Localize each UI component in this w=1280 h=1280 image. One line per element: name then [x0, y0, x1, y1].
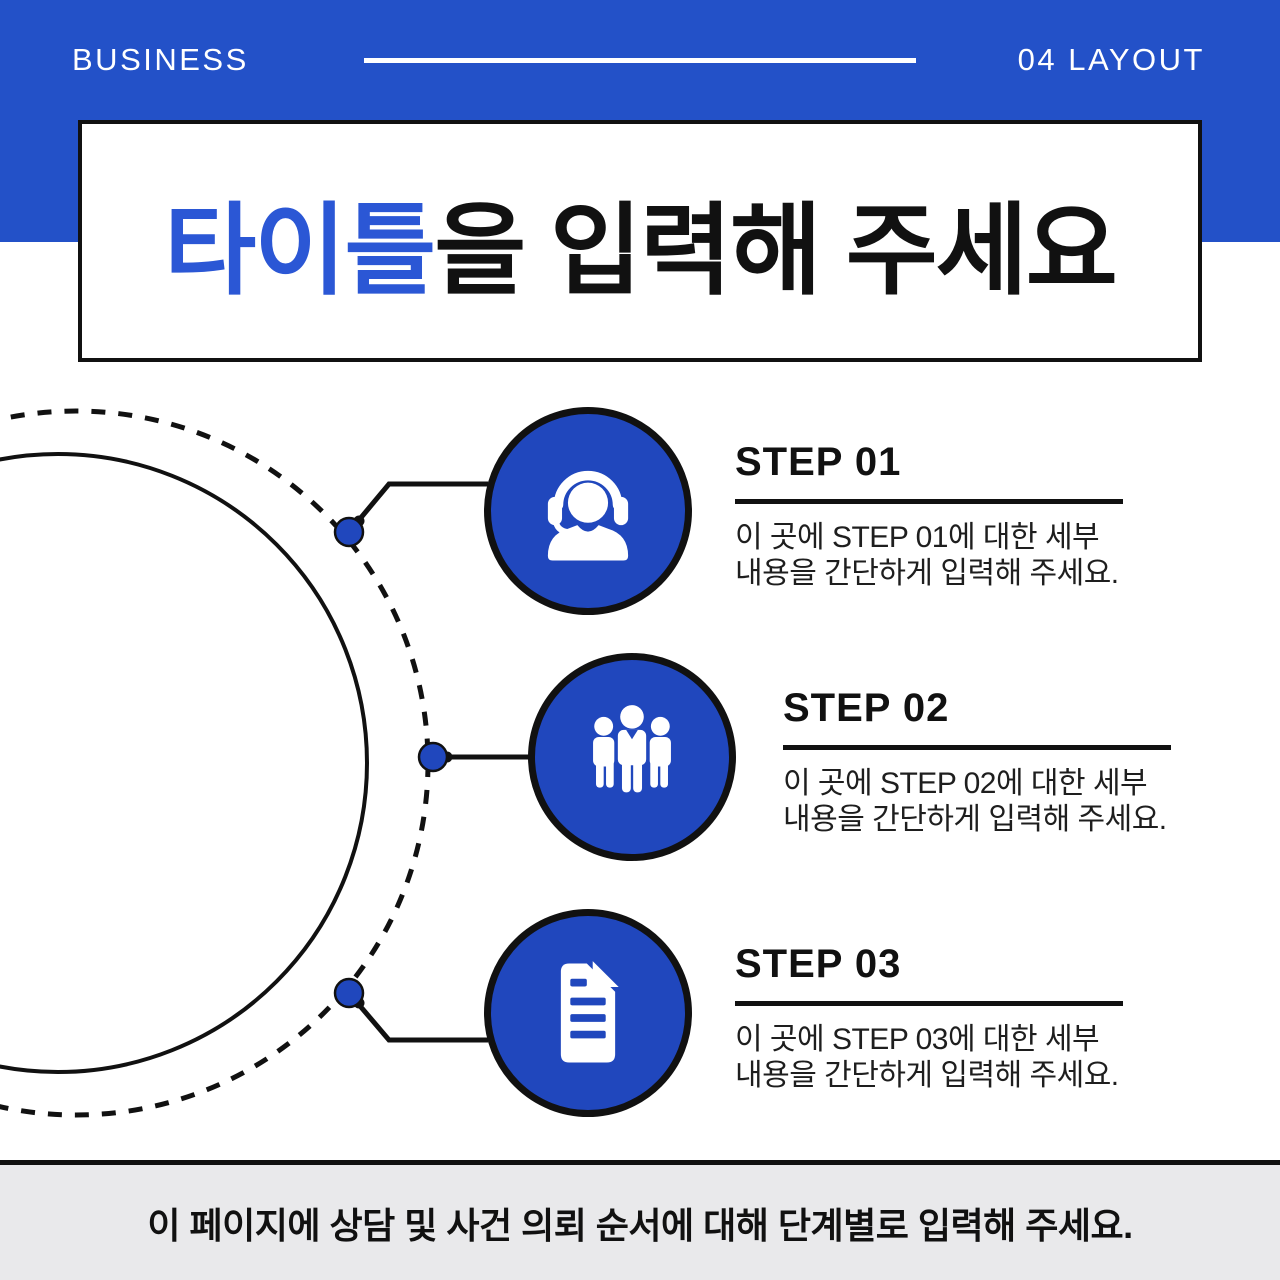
step-03-circle [484, 909, 692, 1117]
step-01-label: STEP 01 [735, 440, 902, 484]
orbit-node-dot-2 [417, 741, 449, 773]
page-title-rest: 을 입력해 주세요 [434, 194, 1118, 307]
connector-line-step-01 [347, 481, 488, 534]
step-03-divider-line [735, 1001, 1123, 1006]
headset-agent-icon [547, 470, 629, 561]
brand-label: BUSINESS [72, 42, 249, 77]
page-title-highlight: 타이틀 [164, 194, 436, 307]
step-02-circle [528, 653, 736, 861]
step-02-desc-line-2: 내용을 간단하게 입력해 주세요. [783, 803, 1167, 836]
step-03-label: STEP 03 [735, 942, 902, 986]
title-box: 타이틀을 입력해 주세요 [78, 120, 1202, 362]
solid-inner-circle [0, 452, 369, 1074]
footer-bar: 이 페이지에 상담 및 사건 의뢰 순서에 대해 단계별로 입력해 주세요. [0, 1160, 1280, 1280]
step-02-divider-line [783, 745, 1171, 750]
page-number-label: 04 LAYOUT [1017, 42, 1205, 77]
document-icon [560, 961, 619, 1063]
step-01-desc-line-2: 내용을 간단하게 입력해 주세요. [735, 557, 1119, 590]
step-01-divider-line [735, 499, 1123, 504]
team-icon [593, 705, 671, 793]
step-01-circle [484, 407, 692, 615]
step-02-label: STEP 02 [783, 686, 950, 730]
footer-note: 이 페이지에 상담 및 사건 의뢰 순서에 대해 단계별로 입력해 주세요. [147, 1204, 1133, 1246]
header-divider-line [364, 58, 916, 63]
step-01-desc-line-1: 이 곳에 STEP 01에 대한 세부 [735, 521, 1100, 554]
page-title: 타이틀을 입력해 주세요 [164, 169, 1118, 314]
step-03-desc-line-2: 내용을 간단하게 입력해 주세요. [735, 1059, 1119, 1092]
orbit-node-dot-3 [333, 977, 365, 1009]
connector-line-step-03 [347, 991, 488, 1043]
step-03-desc-line-1: 이 곳에 STEP 03에 대한 세부 [735, 1023, 1100, 1056]
orbit-node-dot-1 [333, 516, 365, 548]
step-02-desc-line-1: 이 곳에 STEP 02에 대한 세부 [783, 767, 1148, 800]
